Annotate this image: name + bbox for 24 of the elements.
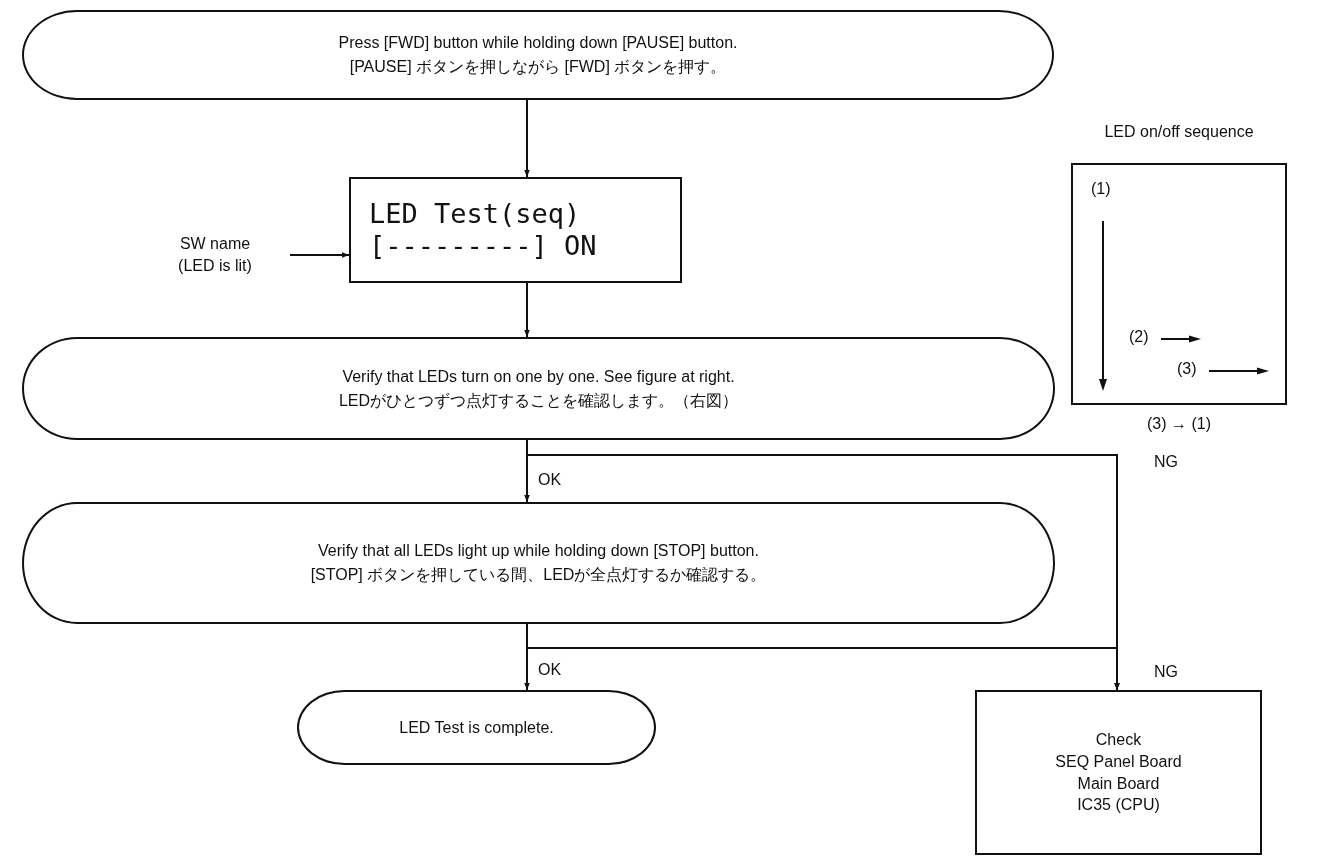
check-item: IC35 (CPU) xyxy=(1077,795,1160,816)
sequence-note: (3) → (1) xyxy=(1146,414,1212,434)
instruction-text: LEDがひとつずつ点灯することを確認します。（右図） xyxy=(338,390,739,411)
instruction-text: Press [FWD] button while holding down [PAUSE] button. xyxy=(338,33,738,53)
annotation-text: SW name (LED is lit) xyxy=(177,233,253,276)
check-item: SEQ Panel Board xyxy=(1055,751,1182,772)
instruction-text: [PAUSE] ボタンを押しながら [FWD] ボタンを押す。 xyxy=(349,57,727,77)
instruction-text: [STOP] ボタンを押している間、LEDが全点灯するか確認する。 xyxy=(310,565,767,585)
check-item: Check xyxy=(1095,730,1142,751)
check-item: Main Board xyxy=(1077,773,1160,794)
instruction-text: Verify that all LEDs light up while holding down [STOP] button. xyxy=(318,541,759,561)
process-box xyxy=(975,690,1262,855)
step-number: (1) xyxy=(1091,179,1111,199)
flow-arrow xyxy=(524,99,530,178)
display-text: LED Test(seq) xyxy=(369,197,581,230)
instruction-text: Verify that LEDs turn on one by one. See figure at right. xyxy=(342,366,735,387)
lcd-display-box xyxy=(349,177,682,283)
panel-heading: LED on/off sequence xyxy=(1104,122,1254,142)
flow-arrow xyxy=(289,252,350,258)
flow-arrow xyxy=(524,282,530,338)
instruction-text: LED Test is complete. xyxy=(399,717,554,738)
step-number: (2) xyxy=(1129,327,1149,347)
display-text: [---------] ON xyxy=(369,230,597,263)
step-number: (3) xyxy=(1177,359,1197,379)
